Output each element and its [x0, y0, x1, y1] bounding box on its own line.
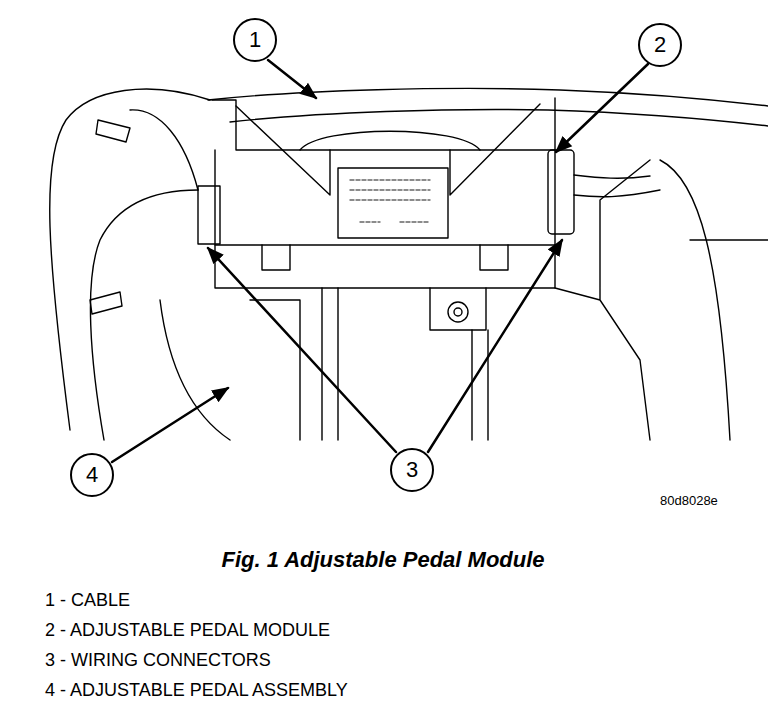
bracket	[236, 106, 330, 195]
leader-line	[112, 388, 228, 462]
callout-number: 3	[406, 459, 418, 481]
wire	[50, 89, 210, 430]
module-housing	[215, 150, 555, 288]
pedal-rod	[322, 288, 488, 440]
wire	[90, 190, 198, 440]
callout-circle: 4	[70, 453, 114, 497]
dash-panel	[660, 160, 768, 440]
legend-entry: 2 - ADJUSTABLE PEDAL MODULE	[45, 621, 330, 641]
figure-caption: Fig. 1 Adjustable Pedal Module	[221, 548, 544, 572]
label-print	[350, 180, 430, 222]
tab	[262, 245, 508, 270]
leader-line	[428, 240, 562, 452]
bracket	[450, 104, 540, 195]
wire	[130, 110, 198, 190]
motor-housing	[300, 131, 480, 150]
cable	[208, 88, 768, 106]
callout-circle: 2	[638, 23, 682, 67]
leader-line	[268, 60, 316, 98]
clip	[90, 292, 122, 314]
module-label	[338, 168, 448, 238]
bolt	[454, 308, 462, 316]
callout-number: 4	[86, 464, 98, 486]
callout-number: 2	[654, 34, 666, 56]
bolt	[448, 302, 468, 322]
callout-number: 1	[249, 29, 261, 51]
clip	[96, 120, 130, 142]
legend-entry: 3 - WIRING CONNECTORS	[45, 651, 271, 671]
figure-id: 80d8028e	[660, 494, 718, 508]
wiring-connector	[548, 150, 574, 234]
wiring-connector	[198, 186, 220, 244]
legend-entry: 1 - CABLE	[45, 591, 130, 611]
callout-circle: 3	[390, 448, 434, 492]
callout-circle: 1	[233, 18, 277, 62]
leader-line	[556, 64, 648, 152]
bracket	[430, 288, 486, 330]
pedal-assembly	[555, 160, 650, 440]
legend-entry: 4 - ADJUSTABLE PEDAL ASSEMBLY	[45, 681, 348, 701]
module-housing	[215, 244, 555, 245]
module-housing	[212, 98, 555, 150]
cable	[230, 110, 768, 127]
leader-line	[208, 248, 396, 452]
